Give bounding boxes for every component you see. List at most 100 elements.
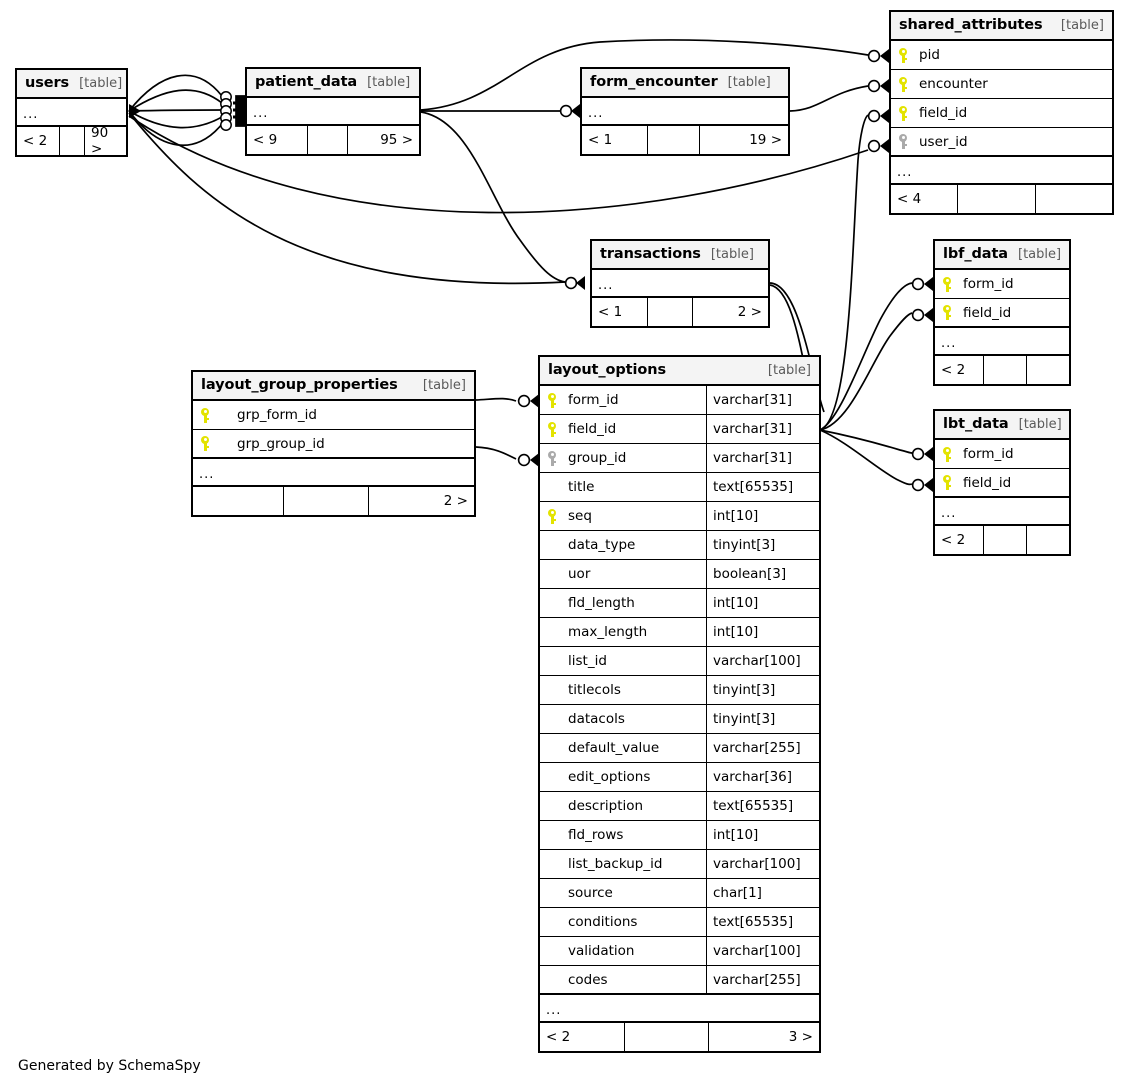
- column-name-cell: seq: [540, 508, 706, 524]
- footer-left: [193, 487, 283, 515]
- table-header-users: users [table]: [17, 70, 126, 99]
- table-type: [table]: [727, 75, 771, 90]
- column-label: uor: [568, 566, 591, 582]
- table-layout-options[interactable]: layout_options [table] form_id varchar[31…: [538, 355, 821, 1053]
- footer-left: < 2: [941, 532, 966, 548]
- column-label: group_id: [568, 450, 627, 466]
- table-name: shared_attributes: [899, 17, 1043, 33]
- footer-middle: [283, 487, 368, 515]
- table-footer: < 2 3 >: [540, 1023, 819, 1051]
- table-type: [table]: [767, 363, 811, 378]
- column-row[interactable]: pid: [891, 41, 1112, 70]
- footer-middle: [983, 526, 1026, 554]
- column-row[interactable]: user_id: [891, 128, 1112, 157]
- table-name: transactions: [600, 246, 701, 262]
- table-footer: < 2 90 >: [17, 125, 126, 157]
- column-label: form_id: [963, 446, 1014, 462]
- table-layout-group-properties[interactable]: layout_group_properties [table] grp_form…: [191, 370, 476, 517]
- primary-key-icon: [942, 475, 953, 490]
- column-name-cell: titlecols: [540, 682, 706, 698]
- hidden-columns-ellipsis: ...: [935, 498, 1069, 526]
- column-row[interactable]: encounter: [891, 70, 1112, 99]
- table-form-encounter[interactable]: form_encounter [table] ... < 1 19 >: [580, 67, 790, 156]
- primary-key-icon: [898, 47, 909, 63]
- column-label: field_id: [919, 105, 968, 121]
- column-name-cell: list_backup_id: [540, 856, 706, 872]
- column-label: grp_group_id: [237, 435, 325, 452]
- table-header-lbf-data: lbf_data [table]: [935, 241, 1069, 270]
- column-name-cell: fld_length: [540, 595, 706, 611]
- column-row[interactable]: field_id: [891, 99, 1112, 128]
- table-lbt-data[interactable]: lbt_data [table] form_id field_id ... < …: [933, 409, 1071, 556]
- column-type-cell: varchar[36]: [706, 763, 819, 791]
- footer-right: 2 >: [692, 298, 768, 326]
- footer-middle: [647, 298, 692, 326]
- column-label: default_value: [568, 740, 660, 756]
- table-type: [table]: [1060, 18, 1104, 33]
- column-label: form_id: [963, 276, 1014, 292]
- table-shared-attributes[interactable]: shared_attributes [table] pid encounter …: [889, 10, 1114, 215]
- table-patient-data[interactable]: patient_data [table] ... < 9 95 >: [245, 67, 421, 156]
- column-name-cell: conditions: [540, 914, 706, 930]
- column-name-cell: codes: [540, 972, 706, 988]
- column-label: list_id: [568, 653, 607, 669]
- column-name-cell: validation: [540, 943, 706, 959]
- column-name-cell: list_id: [540, 653, 706, 669]
- table-type: [table]: [1018, 247, 1062, 262]
- column-row[interactable]: field_id: [935, 299, 1069, 328]
- column-row[interactable]: form_id varchar[31]: [540, 386, 819, 415]
- column-name-cell: form_id: [935, 446, 1069, 462]
- column-name-cell: field_id: [935, 475, 1069, 491]
- column-row[interactable]: grp_form_id: [193, 401, 474, 430]
- table-header-transactions: transactions [table]: [592, 241, 768, 270]
- footer-left: < 2: [941, 362, 966, 378]
- column-type-cell: varchar[31]: [706, 386, 819, 414]
- column-row[interactable]: field_id: [935, 469, 1069, 498]
- table-users[interactable]: users [table] ... < 2 90 >: [15, 68, 128, 157]
- column-row[interactable]: grp_group_id: [193, 430, 474, 459]
- column-name-cell: source: [540, 885, 706, 901]
- column-row[interactable]: form_id: [935, 440, 1069, 469]
- table-transactions[interactable]: transactions [table] ... < 1 2 >: [590, 239, 770, 328]
- primary-key-icon: [898, 76, 909, 92]
- table-footer: < 2: [935, 526, 1069, 554]
- column-label: max_length: [568, 624, 648, 640]
- footer-left: < 2: [23, 133, 48, 149]
- generated-by-note: Generated by SchemaSpy: [18, 1058, 201, 1074]
- column-row[interactable]: form_id: [935, 270, 1069, 299]
- hidden-columns-ellipsis: ...: [540, 995, 819, 1023]
- column-label: list_backup_id: [568, 856, 663, 872]
- foreign-key-icon: [898, 134, 909, 149]
- hidden-columns-ellipsis: ...: [193, 459, 474, 487]
- column-label: form_id: [568, 392, 619, 408]
- footer-middle: [59, 127, 84, 155]
- footer-left: < 4: [897, 191, 922, 207]
- table-lbf-data[interactable]: lbf_data [table] form_id field_id ... < …: [933, 239, 1071, 386]
- footer-middle: [983, 356, 1026, 384]
- primary-key-icon: [200, 436, 211, 451]
- table-footer: < 1 19 >: [582, 126, 788, 154]
- table-header-layout-options: layout_options [table]: [540, 357, 819, 386]
- column-label: pid: [919, 47, 940, 63]
- table-name: lbt_data: [943, 416, 1009, 432]
